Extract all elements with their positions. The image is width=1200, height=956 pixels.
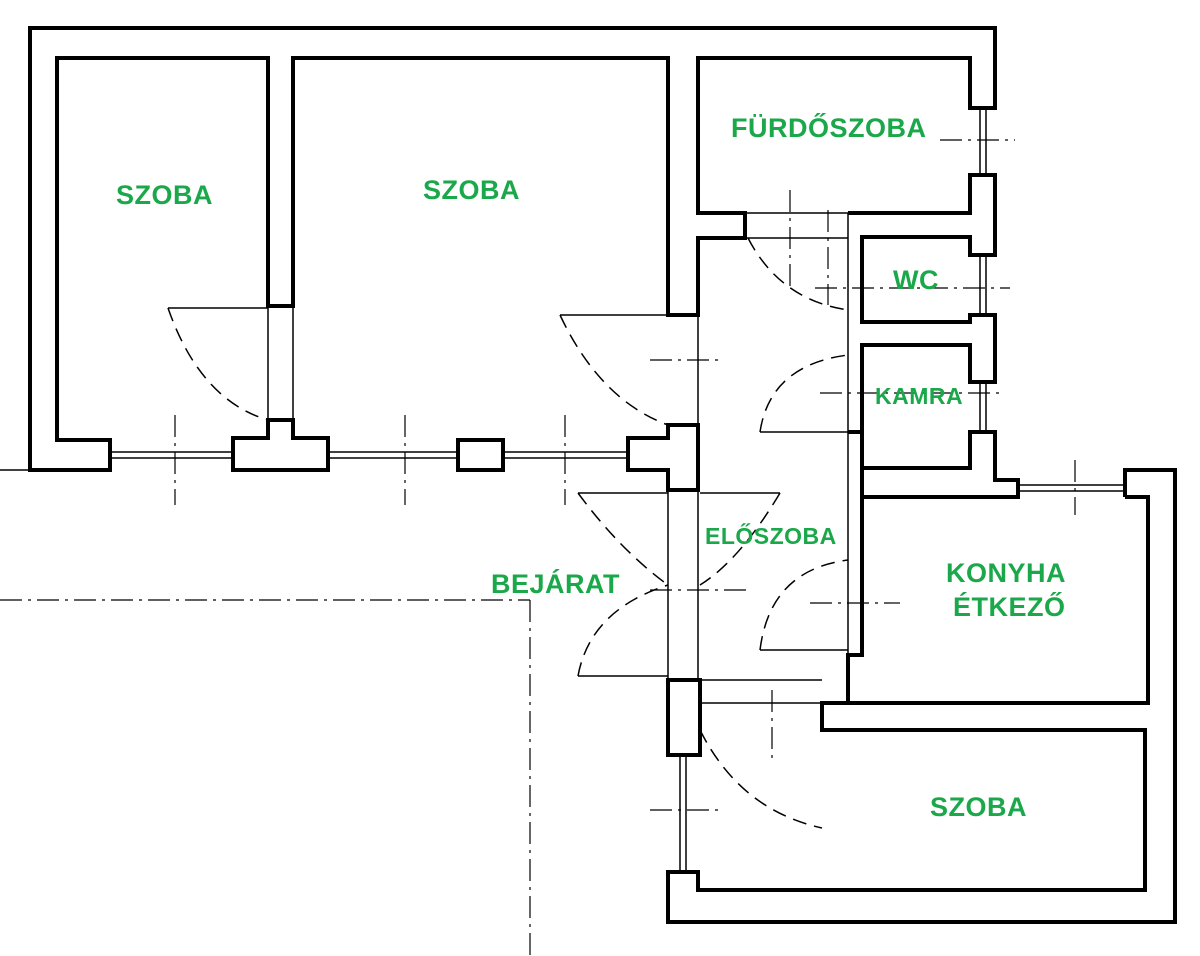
room-label-middle-szoba: SZOBA (423, 175, 520, 205)
pier-bottom (666, 678, 702, 757)
door-swings (167, 237, 849, 829)
room-label-kitchen: KONYHA (946, 558, 1067, 588)
room-label-hall: ELŐSZOBA (705, 523, 837, 549)
room-label-wc: WC (893, 265, 939, 295)
pier-middle (456, 438, 505, 472)
room-label-entrance: BEJÁRAT (491, 569, 621, 599)
outer-wall-top (28, 26, 997, 472)
pier-hall (626, 423, 700, 492)
room-label-bottom-szoba: SZOBA (930, 792, 1027, 822)
room-label-dining: ÉTKEZŐ (953, 592, 1066, 622)
walls (28, 26, 1177, 924)
room-label-bathroom: FÜRDŐSZOBA (731, 113, 927, 143)
axis-lines (0, 139, 1076, 956)
room-label-pantry: KAMRA (875, 383, 964, 409)
wall-kitchen (666, 468, 1177, 924)
room-label-left-szoba: SZOBA (116, 180, 213, 210)
thin-lines (0, 108, 1125, 872)
pier-t (231, 418, 330, 472)
wall-kamra (848, 430, 1020, 499)
